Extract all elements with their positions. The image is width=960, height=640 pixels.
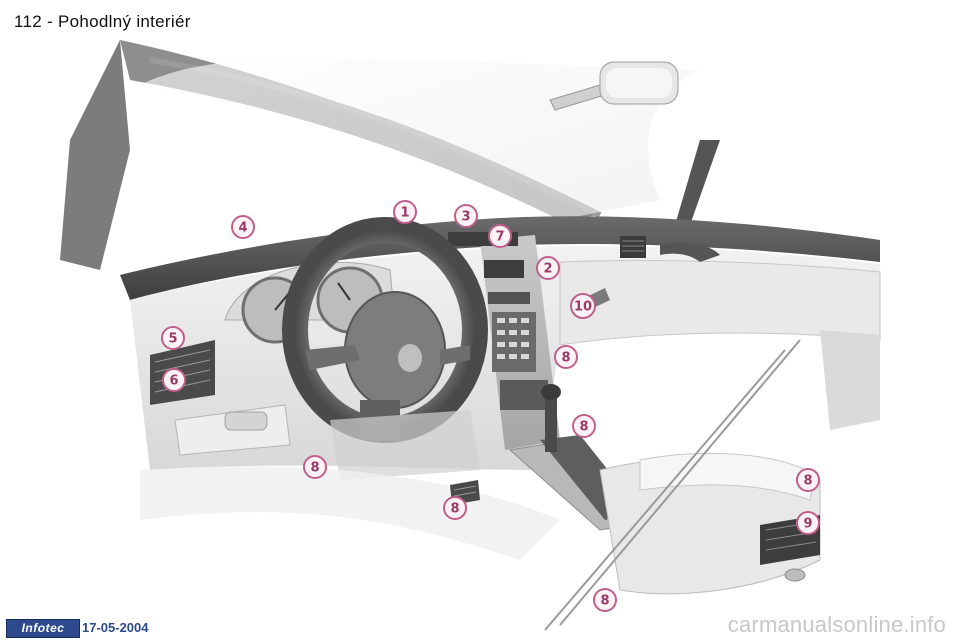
callout-1: 1 (393, 200, 417, 224)
callout-circle (443, 496, 467, 520)
b-pillar (675, 140, 720, 225)
callout-circle (488, 224, 512, 248)
callout-circle (536, 256, 560, 280)
left-lower-panel (174, 404, 291, 456)
callout-6: 6 (162, 368, 186, 392)
page-title: 112 - Pohodlný interiér (14, 12, 191, 31)
callout-circle (303, 455, 327, 479)
seat-belt-lines (544, 339, 801, 631)
right-air-vent (620, 236, 646, 258)
callout-number: 6 (169, 374, 178, 389)
callout-4: 4 (231, 215, 255, 239)
callout-circle (796, 511, 820, 535)
callout-circle (593, 588, 617, 612)
steering-column-cover (330, 410, 480, 480)
callout-8: 8 (554, 345, 578, 369)
callout-number: 8 (579, 420, 588, 435)
front-seat-edge (820, 330, 880, 430)
floor-area (140, 466, 560, 560)
callout-2: 2 (536, 256, 560, 280)
callout-circle (454, 204, 478, 228)
callout-5: 5 (161, 326, 185, 350)
callout-number: 8 (600, 594, 609, 609)
callout-number: 9 (803, 517, 812, 532)
callout-10: 10 (570, 293, 596, 319)
callout-layer: 1 2 3 4 5 6 7 8 8 8 8 8 8 9 10 (161, 200, 820, 612)
callout-circle (570, 293, 596, 319)
callout-number: 3 (461, 210, 470, 225)
callout-number: 8 (803, 474, 812, 489)
callout-number: 1 (400, 206, 409, 221)
callout-number: 8 (450, 502, 459, 517)
callout-9: 9 (796, 511, 820, 535)
rear-view-mirror (549, 61, 679, 111)
callout-circle (161, 326, 185, 350)
callout-number: 7 (495, 230, 504, 245)
callout-8: 8 (443, 496, 467, 520)
callout-number: 2 (543, 262, 552, 277)
door-handle (660, 243, 720, 262)
footer-date: 17-05-2004 (82, 620, 149, 635)
callout-8: 8 (796, 468, 820, 492)
callout-7: 7 (488, 224, 512, 248)
callout-8: 8 (572, 414, 596, 438)
callout-3: 3 (454, 204, 478, 228)
callout-circle (572, 414, 596, 438)
callout-number: 8 (310, 461, 319, 476)
armrest-console (599, 452, 821, 595)
callout-circle (162, 368, 186, 392)
callout-8: 8 (303, 455, 327, 479)
watermark: carmanualsonline.info (727, 612, 946, 637)
callout-circle (796, 468, 820, 492)
callout-number: 5 (168, 332, 177, 347)
callout-number: 4 (238, 221, 247, 236)
callout-8: 8 (593, 588, 617, 612)
callout-number: 8 (561, 351, 570, 366)
callout-number: 10 (574, 300, 592, 315)
dashboard-top (120, 216, 880, 300)
callout-circle (393, 200, 417, 224)
callout-circle (554, 345, 578, 369)
callout-circle (231, 215, 255, 239)
publisher-logo: Infotec (6, 619, 80, 638)
